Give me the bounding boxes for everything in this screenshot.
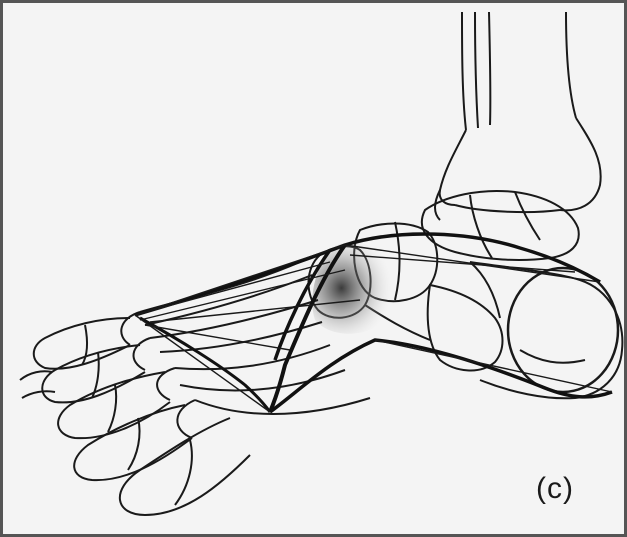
panel-label: (c) [536, 472, 574, 506]
leg-bones [435, 12, 601, 220]
